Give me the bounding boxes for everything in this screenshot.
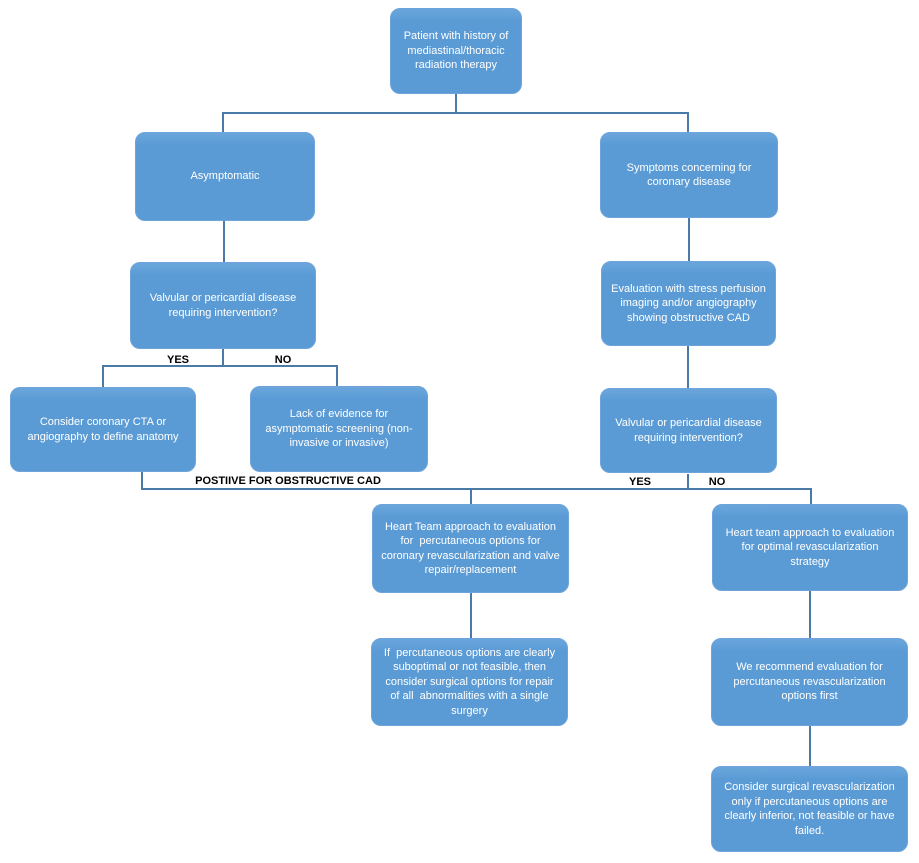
node-valvular-question-right: Valvular or pericardial disease requirin… <box>600 388 777 473</box>
node-consider-surgical: Consider surgical revascularization only… <box>711 766 908 852</box>
node-asymptomatic: Asymptomatic <box>135 132 315 221</box>
node-label: Consider coronary CTA or angiography to … <box>27 416 179 443</box>
edge-label-positive-obstructive-cad: POSTIIVE FOR OBSTRUCTIVE CAD <box>195 475 381 487</box>
node-lack-of-evidence: Lack of evidence for asymptomatic screen… <box>250 386 428 472</box>
node-valvular-question-left: Valvular or pericardial disease requirin… <box>130 262 316 349</box>
node-consider-coronary-cta: Consider coronary CTA or angiography to … <box>10 387 196 472</box>
node-label: Heart team approach to evaluation for op… <box>725 526 898 568</box>
node-label: Symptoms concerning for coronary disease <box>626 161 755 189</box>
node-label: Lack of evidence for asymptomatic screen… <box>265 408 413 450</box>
node-label: Heart Team approach to evaluation for pe… <box>381 520 563 577</box>
node-label: Valvular or pericardial disease requirin… <box>615 417 765 444</box>
node-label: Patient with history of mediastinal/thor… <box>403 30 512 72</box>
connector-root-split <box>222 94 689 132</box>
node-label: If percutaneous options are clearly subo… <box>383 646 559 717</box>
connector-valvular-left-split <box>102 349 338 387</box>
edge-label-no-left: NO <box>274 354 292 366</box>
edge-label-yes-left: YES <box>166 354 190 366</box>
node-label: We recommend evaluation for percutaneous… <box>733 661 889 703</box>
node-label: Evaluation with stress perfusion imaging… <box>611 282 769 324</box>
edge-label-yes-right: YES <box>628 476 652 488</box>
node-label: Consider surgical revascularization only… <box>724 781 898 837</box>
edge-label-no-right: NO <box>708 476 726 488</box>
node-label: Valvular or pericardial disease requirin… <box>149 292 300 319</box>
node-symptoms-concerning: Symptoms concerning for coronary disease <box>600 132 778 218</box>
node-label: Asymptomatic <box>190 170 260 183</box>
node-patient-history: Patient with history of mediastinal/thor… <box>390 8 522 94</box>
node-heart-team-optimal: Heart team approach to evaluation for op… <box>712 504 908 591</box>
node-stress-evaluation: Evaluation with stress perfusion imaging… <box>601 261 776 346</box>
node-surgical-single-surgery: If percutaneous options are clearly subo… <box>371 638 568 726</box>
node-percutaneous-first: We recommend evaluation for percutaneous… <box>711 638 908 726</box>
node-heart-team-valve: Heart Team approach to evaluation for pe… <box>372 504 569 593</box>
